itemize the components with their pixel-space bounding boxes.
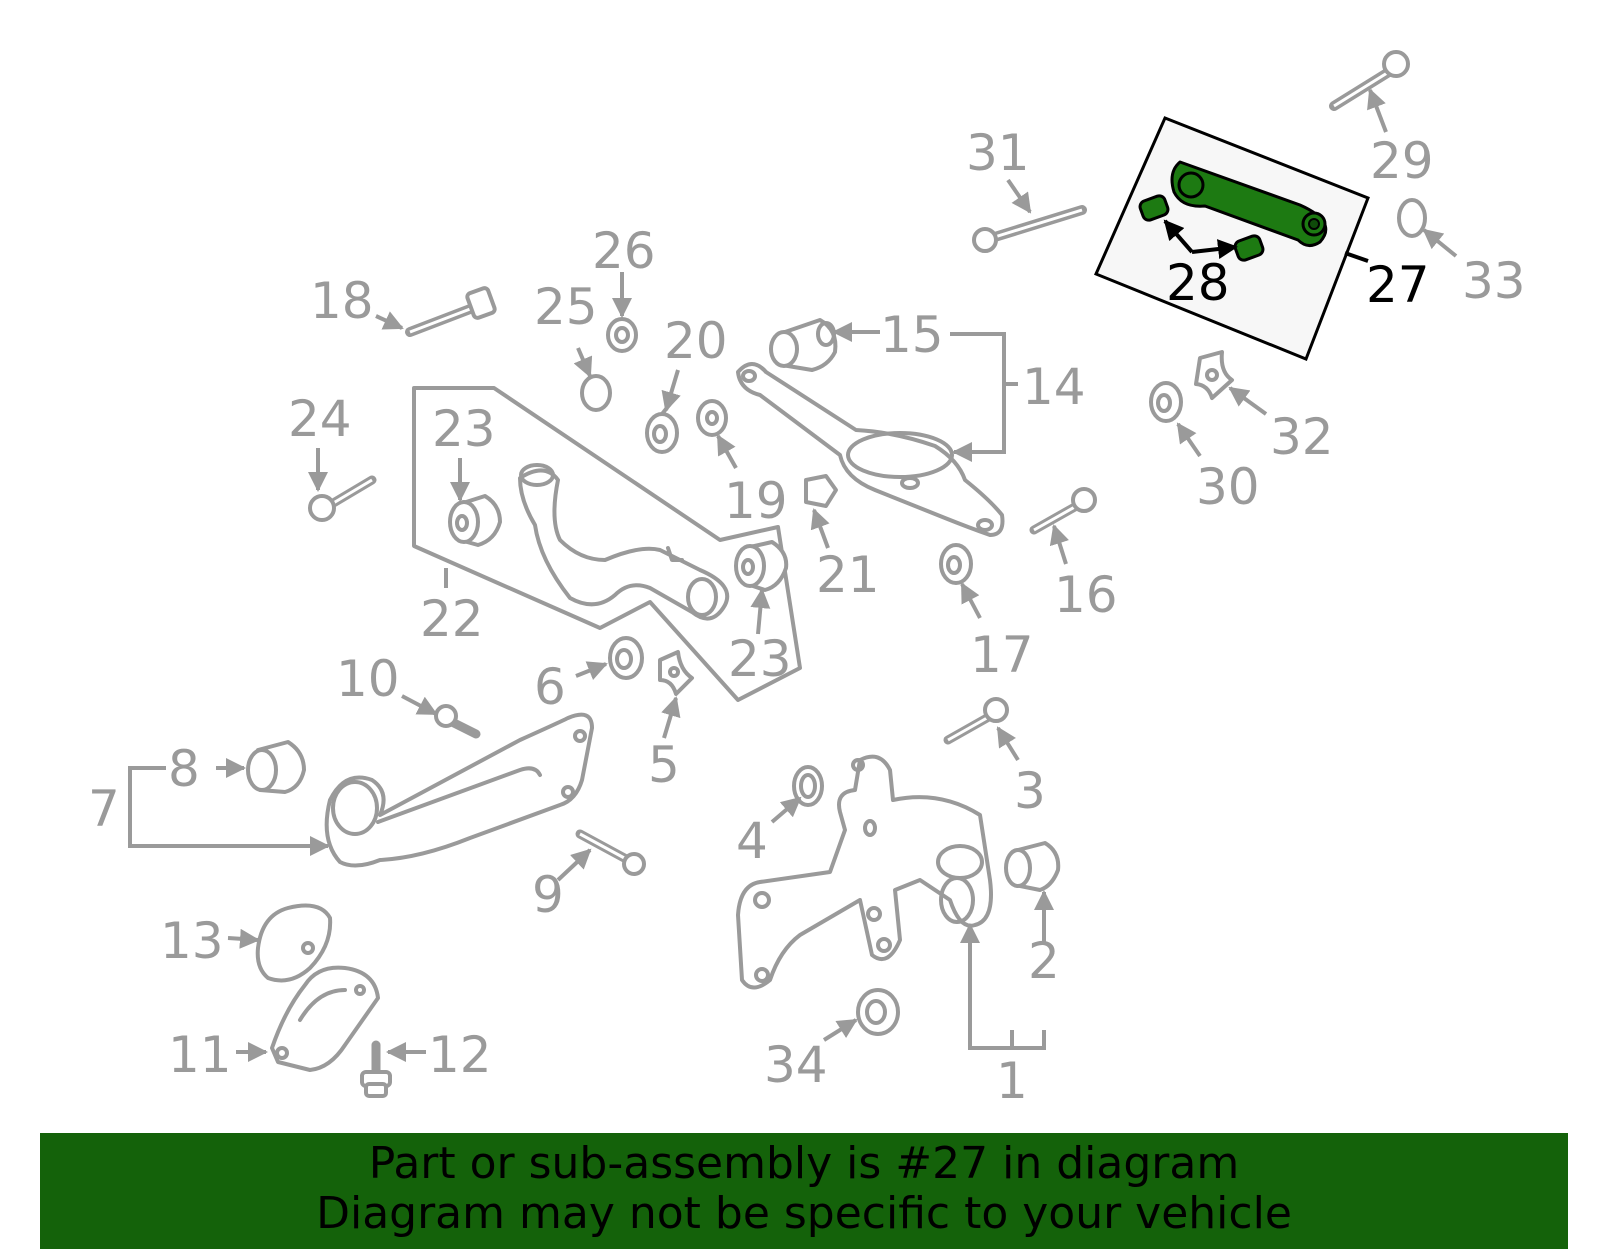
nut-part-17[interactable]	[939, 543, 973, 585]
callout-4: 4	[736, 812, 768, 870]
callout-21: 21	[816, 546, 880, 604]
cover-part-13[interactable]	[255, 903, 333, 983]
callout-17: 17	[970, 626, 1034, 684]
bumper-part-21[interactable]	[804, 474, 838, 508]
callout-12: 12	[428, 1026, 492, 1084]
bolt-part-9[interactable]	[575, 829, 646, 876]
leader-lines	[128, 88, 1458, 1062]
bolt-part-10[interactable]	[434, 704, 481, 739]
callout-11: 11	[168, 1026, 232, 1084]
bushing-part-15[interactable]	[769, 318, 838, 372]
bolt-part-16[interactable]	[1029, 487, 1097, 535]
callout-34: 34	[764, 1036, 828, 1094]
bushing-part-2[interactable]	[1004, 841, 1061, 892]
callout-16: 16	[1054, 566, 1118, 624]
part-27-group[interactable]	[1094, 116, 1370, 361]
banner-line-2: Diagram may not be specific to your vehi…	[316, 1188, 1292, 1239]
callout-30: 30	[1196, 458, 1260, 516]
callout-3: 3	[1014, 762, 1046, 820]
bushing-part-23-lower[interactable]	[734, 540, 789, 592]
callout-29: 29	[1370, 132, 1434, 190]
upper-control-arm-part-27[interactable]	[1170, 160, 1328, 247]
callout-8: 8	[168, 740, 200, 798]
nut-part-30[interactable]	[1149, 381, 1183, 423]
plate-part-5[interactable]	[658, 650, 694, 696]
washer-part-4[interactable]	[792, 765, 824, 807]
washer-part-19[interactable]	[696, 399, 728, 437]
callout-5: 5	[648, 736, 680, 794]
callout-6: 6	[534, 658, 566, 716]
washer-part-33[interactable]	[1397, 198, 1427, 238]
callout-7: 7	[88, 780, 120, 838]
plate-part-32[interactable]	[1194, 350, 1234, 400]
callout-33: 33	[1462, 252, 1526, 310]
bolt-part-18[interactable]	[405, 286, 497, 337]
bushing-part-28[interactable]	[1138, 194, 1265, 262]
callout-23-lower: 23	[728, 630, 792, 688]
nut-part-6[interactable]	[608, 636, 644, 680]
bolt-part-29[interactable]	[1329, 50, 1410, 111]
callout-19: 19	[724, 472, 788, 530]
knuckle-part-1[interactable]	[736, 754, 993, 990]
callout-labels: 1 2 3 4 5 6 7 8 9 10 11 12 13 14 15 16 1…	[88, 124, 1526, 1110]
callout-25: 25	[534, 278, 598, 336]
callout-27: 27	[1366, 256, 1430, 314]
callout-13: 13	[160, 912, 224, 970]
bolt-part-3[interactable]	[943, 697, 1009, 745]
bushing-part-8[interactable]	[246, 740, 306, 794]
callout-32: 32	[1270, 408, 1334, 466]
bracket-part-11[interactable]	[270, 965, 380, 1072]
nut-part-34[interactable]	[856, 988, 900, 1036]
callout-26: 26	[592, 222, 656, 280]
callout-24: 24	[288, 390, 352, 448]
trailing-arm-part-7[interactable]	[324, 712, 594, 868]
callout-22: 22	[420, 590, 484, 648]
bolt-part-24[interactable]	[308, 475, 377, 522]
bolt-part-12[interactable]	[360, 1040, 392, 1098]
callout-9: 9	[532, 866, 564, 924]
banner-line-1: Part or sub-assembly is #27 in diagram	[368, 1138, 1240, 1189]
callout-20: 20	[664, 312, 728, 370]
callout-10: 10	[336, 650, 400, 708]
callout-2: 2	[1028, 932, 1060, 990]
callout-28: 28	[1166, 254, 1230, 312]
nut-part-20[interactable]	[645, 412, 679, 454]
bushing-part-23-upper[interactable]	[448, 494, 502, 547]
callout-1: 1	[996, 1052, 1028, 1110]
info-banner: Part or sub-assembly is #27 in diagram D…	[40, 1133, 1568, 1249]
part-22-group[interactable]	[412, 386, 802, 702]
callout-23-upper: 23	[432, 400, 496, 458]
callout-18: 18	[310, 272, 374, 330]
bolt-part-31[interactable]	[972, 205, 1087, 253]
callout-14: 14	[1022, 358, 1086, 416]
callout-15: 15	[880, 306, 944, 364]
callout-31: 31	[966, 124, 1030, 182]
nut-part-26[interactable]	[606, 317, 638, 353]
washer-part-25[interactable]	[580, 374, 612, 412]
